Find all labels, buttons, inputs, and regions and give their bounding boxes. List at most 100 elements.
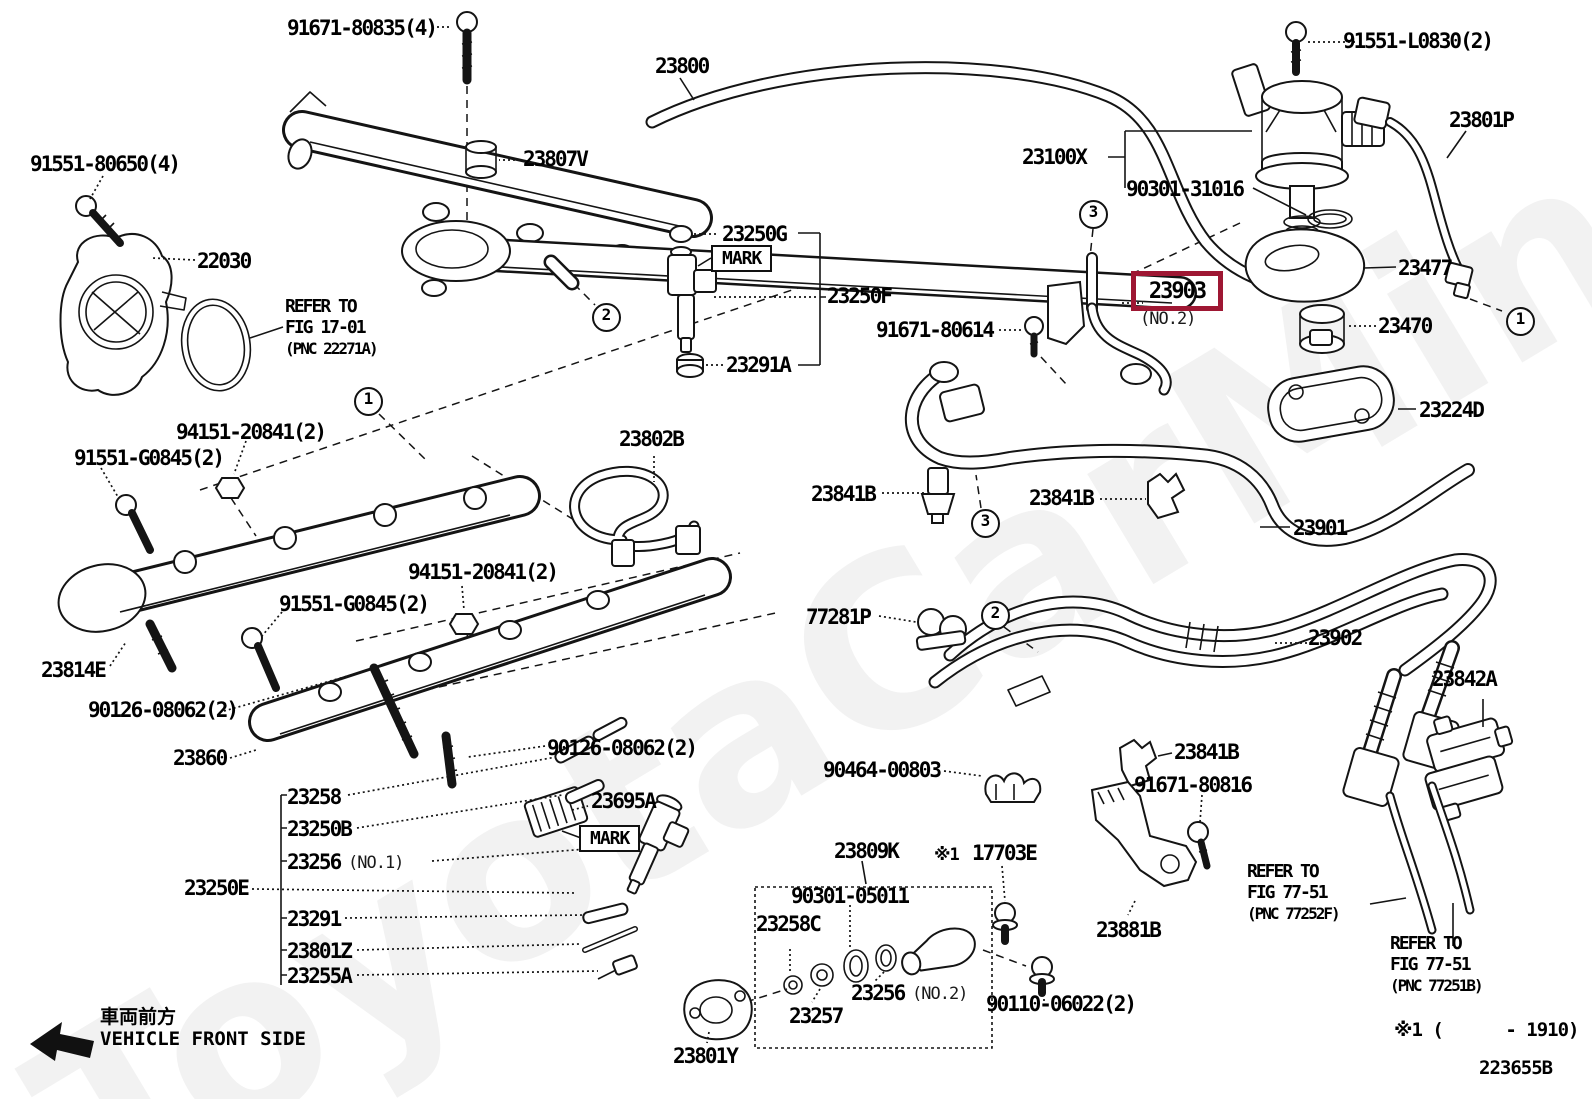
pipe-23903-subassembly-drawing [1047, 252, 1172, 396]
solid-leader-lines [249, 77, 1484, 985]
part-label-23841B-1[interactable]: 23841B [811, 482, 877, 506]
fuel-pump-23100X-drawing [1231, 63, 1385, 237]
part-label-23256-no2-suffix: (NO.2) [912, 984, 968, 1004]
pnc-22271a-text: (PNC 22271A) [285, 339, 379, 358]
part-label-23801Y[interactable]: 23801Y [673, 1044, 739, 1068]
part-label-23901[interactable]: 23901 [1293, 516, 1348, 540]
part-label-23841B-3[interactable]: 23841B [1174, 740, 1240, 764]
refer-to-text: REFER TO [1247, 861, 1320, 882]
callout-2-left[interactable]: 2 [592, 303, 621, 332]
bolt-91551-G0845-icons [115, 494, 280, 692]
part-label-23809K[interactable]: 23809K [834, 839, 900, 863]
part-label-23257[interactable]: 23257 [789, 1004, 844, 1028]
part-label-94151-20841-2[interactable]: 94151-20841(2) [408, 560, 559, 584]
fig-77-51-text: FIG 77-51 [1390, 954, 1472, 975]
part-label-23860[interactable]: 23860 [173, 746, 228, 770]
dotted-leader-lines [89, 26, 1376, 1044]
vehicle-front-label-en: VEHICLE FRONT SIDE [100, 1028, 306, 1050]
part-label-91671-80835[interactable]: 91671-80835(4) [287, 16, 438, 40]
part-label-23903-highlighted[interactable]: 23903 [1131, 271, 1223, 311]
refer-to-text: REFER TO [285, 296, 358, 317]
fuel-delivery-pipe-23814E-rail-drawing [57, 475, 541, 673]
part-label-91671-80614[interactable]: 91671-80614 [876, 318, 995, 342]
mark-box-upper: MARK [711, 245, 773, 272]
part-label-23255A[interactable]: 23255A [287, 964, 353, 988]
part-label-23256-no2[interactable]: 23256 [851, 981, 906, 1005]
callout-1-right[interactable]: 1 [1506, 307, 1535, 336]
part-label-23814E[interactable]: 23814E [41, 658, 107, 682]
callout-1-left[interactable]: 1 [354, 387, 383, 416]
part-label-23250B[interactable]: 23250B [287, 817, 353, 841]
part-label-22030[interactable]: 22030 [197, 249, 252, 273]
part-label-23291A[interactable]: 23291A [726, 353, 792, 377]
part-label-23842A[interactable]: 23842A [1432, 667, 1498, 691]
fig-17-01-text: FIG 17-01 [285, 317, 367, 338]
clip-23841B-icon-bottom [1118, 738, 1158, 788]
bolt-91551-L0830-icon [1285, 21, 1307, 76]
fuel-tube-23901-drawing [904, 361, 1475, 547]
drawing-number: 223655B [1479, 1057, 1553, 1079]
part-label-23841B-2[interactable]: 23841B [1029, 486, 1095, 510]
callout-3-top[interactable]: 3 [1079, 200, 1108, 229]
part-label-91671-80816[interactable]: 91671-80816 [1134, 773, 1253, 797]
part-label-23807V[interactable]: 23807V [523, 147, 589, 171]
part-label-23800[interactable]: 23800 [655, 54, 710, 78]
sensor-23841B-icon-left [920, 467, 956, 524]
spacer-23807V-icon [465, 140, 497, 179]
part-label-77281P[interactable]: 77281P [806, 605, 872, 629]
pnc-77251b-text: (PNC 77251B) [1390, 976, 1484, 995]
part-label-23695A[interactable]: 23695A [591, 789, 657, 813]
part-label-94151-20841-1[interactable]: 94151-20841(2) [176, 420, 327, 444]
part-label-23291[interactable]: 23291 [287, 907, 342, 931]
bolt-91671-80816-icon [1187, 821, 1211, 870]
part-label-91551-80650[interactable]: 91551-80650(4) [30, 152, 181, 176]
vehicle-front-arrow-icon [30, 1022, 94, 1061]
part-label-90126-08062-2[interactable]: 90126-08062(2) [547, 736, 698, 760]
part-label-23258[interactable]: 23258 [287, 785, 342, 809]
part-label-17703E[interactable]: 17703E [972, 841, 1038, 865]
bolt-91671-80835-icon [456, 11, 478, 85]
part-label-91551-G0845-1[interactable]: 91551-G0845(2) [74, 446, 225, 470]
bracket-23881B-icon [1090, 780, 1198, 888]
part-label-90110-06022[interactable]: 90110-06022(2) [986, 992, 1137, 1016]
part-label-23802B[interactable]: 23802B [619, 427, 685, 451]
clip-23841B-icon-mid [1147, 472, 1186, 520]
part-label-23881B[interactable]: 23881B [1096, 918, 1162, 942]
refer-to-text: REFER TO [1390, 933, 1463, 954]
stud-90126-08062-icons [369, 663, 458, 789]
part-label-91551-L0830[interactable]: 91551-L0830(2) [1343, 29, 1494, 53]
bolt-17703E-icon [992, 902, 1018, 945]
pnc-77252f-text: (PNC 77252F) [1247, 904, 1341, 923]
part-label-23902[interactable]: 23902 [1308, 626, 1363, 650]
fig-77-51-text: FIG 77-51 [1247, 882, 1329, 903]
bolt-91671-80614-icon [1024, 316, 1044, 358]
gasket-23801Y-icon [683, 979, 753, 1041]
part-label-23100X[interactable]: 23100X [1022, 145, 1088, 169]
part-label-23477[interactable]: 23477 [1398, 256, 1453, 280]
callout-3-mid[interactable]: 3 [971, 509, 1000, 538]
bolt-91551-80650-icon [75, 195, 124, 247]
callout-2-mid[interactable]: 2 [981, 601, 1010, 630]
part-label-91551-G0845-2[interactable]: 91551-G0845(2) [279, 592, 430, 616]
part-label-23258C[interactable]: 23258C [756, 912, 822, 936]
part-label-23470[interactable]: 23470 [1378, 314, 1433, 338]
part-label-23250G[interactable]: 23250G [722, 222, 788, 246]
part-label-90301-05011[interactable]: 90301-05011 [791, 884, 910, 908]
part-label-23250E[interactable]: 23250E [184, 876, 250, 900]
nut-94151-20841-icons [214, 477, 480, 635]
part-label-23903-suffix: (NO.2) [1140, 309, 1196, 329]
fuel-tube-23902-drawing [928, 553, 1497, 807]
part-label-23256-no1[interactable]: 23256 [287, 850, 342, 874]
part-label-23224D[interactable]: 23224D [1419, 398, 1485, 422]
part-label-23250F[interactable]: 23250F [827, 284, 893, 308]
clamp-77281P-icon [915, 608, 967, 651]
part-label-90126-08062-1[interactable]: 90126-08062(2) [88, 698, 239, 722]
part-label-90301-31016[interactable]: 90301-31016 [1126, 177, 1245, 201]
part-label-90464-00803[interactable]: 90464-00803 [823, 758, 942, 782]
part-label-23801Z[interactable]: 23801Z [287, 939, 353, 963]
part-label-23801P[interactable]: 23801P [1449, 108, 1515, 132]
